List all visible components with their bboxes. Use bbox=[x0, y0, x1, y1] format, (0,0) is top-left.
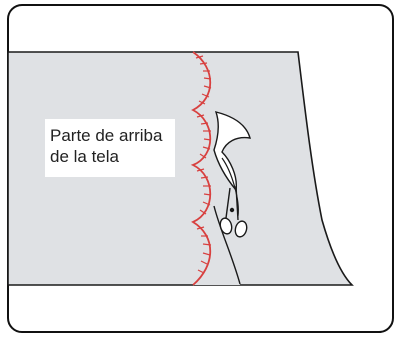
label-line-1: Parte de arriba bbox=[50, 126, 163, 145]
cut-edge bbox=[213, 205, 241, 285]
stitch-ticks bbox=[195, 55, 212, 274]
scissors-icon bbox=[219, 185, 248, 238]
label-line-2: de la tela bbox=[50, 147, 119, 166]
fabric-panel bbox=[7, 51, 354, 286]
scallop-seam-line bbox=[190, 51, 212, 286]
cutaway-area bbox=[193, 52, 244, 285]
cut-flap bbox=[213, 111, 251, 192]
fabric-label: Parte de arriba de la tela bbox=[45, 119, 175, 177]
